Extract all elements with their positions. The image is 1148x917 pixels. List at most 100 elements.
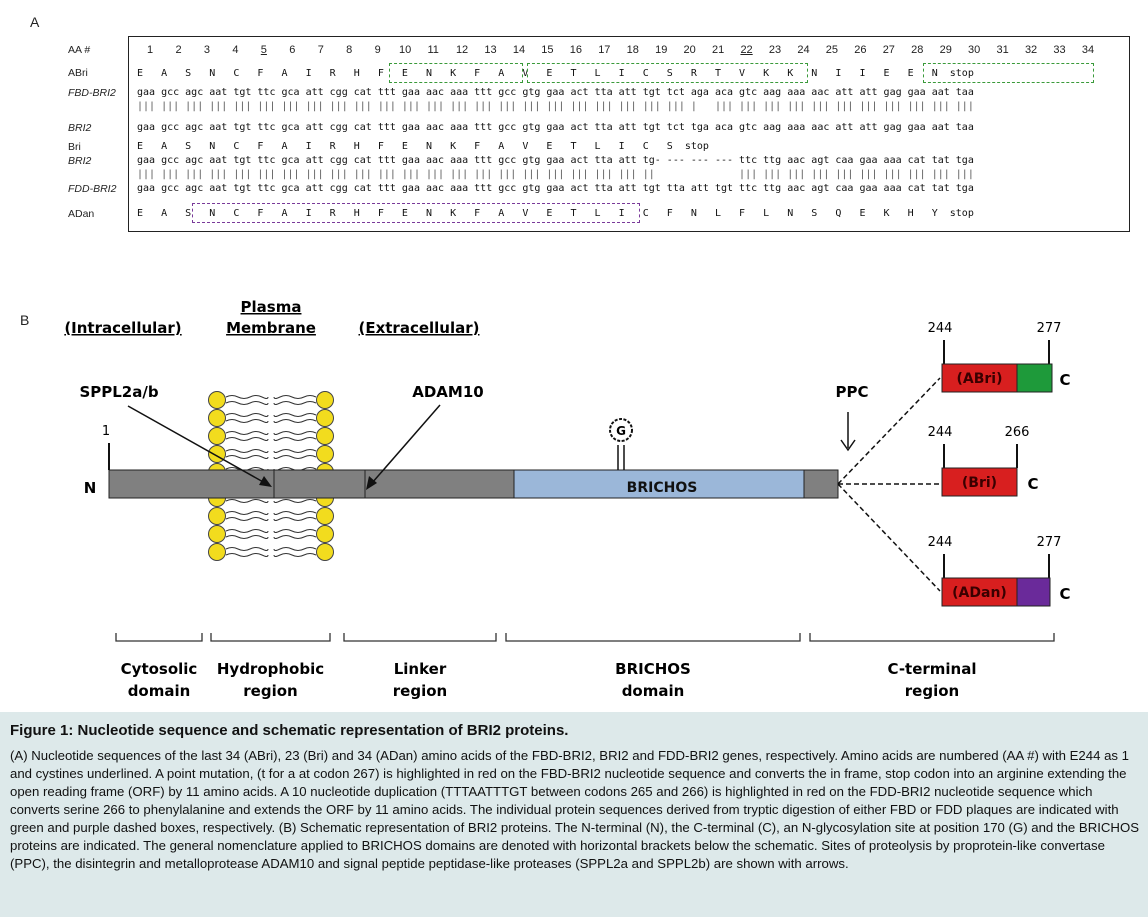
product-start-number-0: 244 bbox=[928, 321, 953, 336]
domain-label-line1-4: C-terminal bbox=[887, 660, 976, 678]
product-label-0: (ABri) bbox=[956, 371, 1002, 387]
domain-label-line2-2: region bbox=[393, 682, 447, 700]
figure: A AA # ABri FBD-BRI2 BRI2 Bri BRI2 FDD-B… bbox=[0, 0, 1148, 712]
lipid-head-right-6 bbox=[316, 507, 334, 525]
lipid-tail-right-1-0 bbox=[273, 413, 317, 417]
ppc-arrowhead bbox=[840, 439, 856, 452]
aa-number-33: 33 bbox=[1053, 44, 1066, 56]
product-end-number-0: 277 bbox=[1037, 321, 1062, 336]
lipid-tail-left-6-0 bbox=[225, 511, 269, 515]
lipid-tail-right-6-0 bbox=[273, 511, 317, 515]
extracellular-label: (Extracellular) bbox=[358, 319, 479, 337]
abri-peptide-box-2 bbox=[527, 63, 808, 83]
aa-number-16: 16 bbox=[569, 44, 582, 56]
sppl-arrowhead bbox=[259, 476, 272, 487]
fdd-bri2-nucleotide-row: gaa gcc agc aat tgt ttc gca att cgg cat … bbox=[137, 183, 974, 194]
product-body-0 bbox=[941, 363, 1018, 393]
fdd-alignment-row: ||| ||| ||| ||| ||| ||| ||| ||| ||| ||| … bbox=[137, 169, 974, 180]
lipid-tail-right-6-1 bbox=[273, 517, 317, 521]
intracellular-label: (Intracellular) bbox=[64, 319, 181, 337]
aa-number-27: 27 bbox=[882, 44, 895, 56]
c-terminal-segment bbox=[803, 469, 839, 499]
aa-number-8: 8 bbox=[346, 44, 353, 56]
bracket-3 bbox=[505, 633, 801, 642]
lipid-tail-left-3-0 bbox=[225, 449, 269, 453]
sppl-label: SPPL2a/b bbox=[79, 383, 158, 401]
lipid-head-right-2 bbox=[316, 427, 334, 445]
hydrophobic-segment bbox=[273, 469, 366, 499]
abri-peptide-box-1 bbox=[389, 63, 523, 83]
aa-number-29: 29 bbox=[939, 44, 952, 56]
bri2-nucleotide-row-b: gaa gcc agc aat tgt ttc gca att cgg cat … bbox=[137, 155, 974, 166]
adam-arrowhead bbox=[366, 476, 377, 490]
bracket-1 bbox=[210, 633, 331, 642]
aa-number-10: 10 bbox=[399, 44, 412, 56]
aa-number-2: 2 bbox=[175, 44, 182, 56]
aa-number-22: 22 bbox=[740, 44, 753, 56]
label-bri2-a: BRI2 bbox=[68, 122, 92, 134]
product-body-2 bbox=[941, 577, 1018, 607]
domain-label-line1-3: BRICHOS bbox=[615, 660, 691, 678]
sequence-box bbox=[128, 36, 1130, 232]
lipid-tail-left-8-0 bbox=[225, 547, 269, 551]
brichos-label: BRICHOS bbox=[627, 480, 698, 496]
lipid-tail-left-0-1 bbox=[225, 401, 269, 405]
lipid-head-right-8 bbox=[316, 543, 334, 561]
aa-number-25: 25 bbox=[825, 44, 839, 56]
product-label-2: (ADan) bbox=[952, 585, 1007, 601]
aa-number-5: 5 bbox=[260, 44, 267, 56]
product-c-terminal-1: C bbox=[1027, 475, 1038, 493]
aa-number-15: 15 bbox=[541, 44, 554, 56]
lipid-tail-right-2-1 bbox=[273, 437, 317, 441]
connector-adan bbox=[837, 483, 941, 592]
panel-a-label: A bbox=[30, 14, 40, 30]
lipid-tail-right-1-1 bbox=[273, 419, 317, 423]
lipid-tail-right-7-0 bbox=[273, 529, 317, 533]
product-end-number-1: 266 bbox=[1005, 425, 1030, 440]
lipid-tail-right-8-0 bbox=[273, 547, 317, 551]
domain-label-line2-4: region bbox=[905, 682, 959, 700]
domain-brackets: Cytosolic domain Hydrophobic region Linker re… bbox=[115, 633, 1055, 700]
domain-label-line1-2: Linker bbox=[394, 660, 447, 678]
product-body-1 bbox=[941, 467, 1018, 497]
aa-number-21: 21 bbox=[712, 44, 725, 56]
aa-number-3: 3 bbox=[203, 44, 211, 56]
lipid-head-left-0 bbox=[208, 391, 226, 409]
domain-label-line2-3: domain bbox=[622, 682, 685, 700]
aa-number-17: 17 bbox=[598, 44, 611, 56]
lipid-head-right-1 bbox=[316, 409, 334, 427]
label-aa-number: AA # bbox=[68, 44, 91, 56]
product-c-terminal-2: C bbox=[1059, 585, 1070, 603]
lipid-head-right-0 bbox=[316, 391, 334, 409]
aa-number-12: 12 bbox=[455, 44, 469, 56]
lipid-tail-right-5-1 bbox=[273, 499, 317, 503]
membrane-label-line1: Plasma bbox=[241, 300, 302, 316]
fbd-alignment-row: ||| ||| ||| ||| ||| ||| ||| ||| ||| ||| … bbox=[137, 101, 974, 112]
lipid-tail-right-0-1 bbox=[273, 401, 317, 405]
lipid-tail-left-8-1 bbox=[225, 553, 269, 557]
glycosylation-label: G bbox=[616, 424, 626, 438]
connector-abri bbox=[837, 377, 941, 485]
lipid-tail-left-2-1 bbox=[225, 437, 269, 441]
lipid-tail-right-2-0 bbox=[273, 431, 317, 435]
label-fbd-bri2: FBD-BRI2 bbox=[68, 87, 116, 99]
aa-number-18: 18 bbox=[626, 44, 639, 56]
lipid-head-left-7 bbox=[208, 525, 226, 543]
lipid-tail-left-1-0 bbox=[225, 413, 269, 417]
aa-number-14: 14 bbox=[512, 44, 526, 56]
bri-protein-row: E A S N C F A I R H F E N K F A V E T L … bbox=[137, 141, 709, 152]
lipid-head-left-1 bbox=[208, 409, 226, 427]
aa-number-7: 7 bbox=[317, 44, 324, 56]
lipid-tail-left-1-1 bbox=[225, 419, 269, 423]
lipid-tail-right-7-1 bbox=[273, 535, 317, 539]
domain-label-line1-1: Hydrophobic bbox=[217, 660, 324, 678]
aa-number-31: 31 bbox=[996, 44, 1009, 56]
lipid-head-right-3 bbox=[316, 445, 334, 463]
domain-label-line2-0: domain bbox=[128, 682, 191, 700]
aa-number-11: 11 bbox=[427, 44, 439, 56]
aa-number-9: 9 bbox=[374, 44, 381, 56]
panel-b-label: B bbox=[20, 312, 30, 328]
aa-number-34: 34 bbox=[1081, 44, 1095, 56]
domain-label-line1-0: Cytosolic bbox=[121, 660, 198, 678]
bracket-0 bbox=[115, 633, 203, 642]
